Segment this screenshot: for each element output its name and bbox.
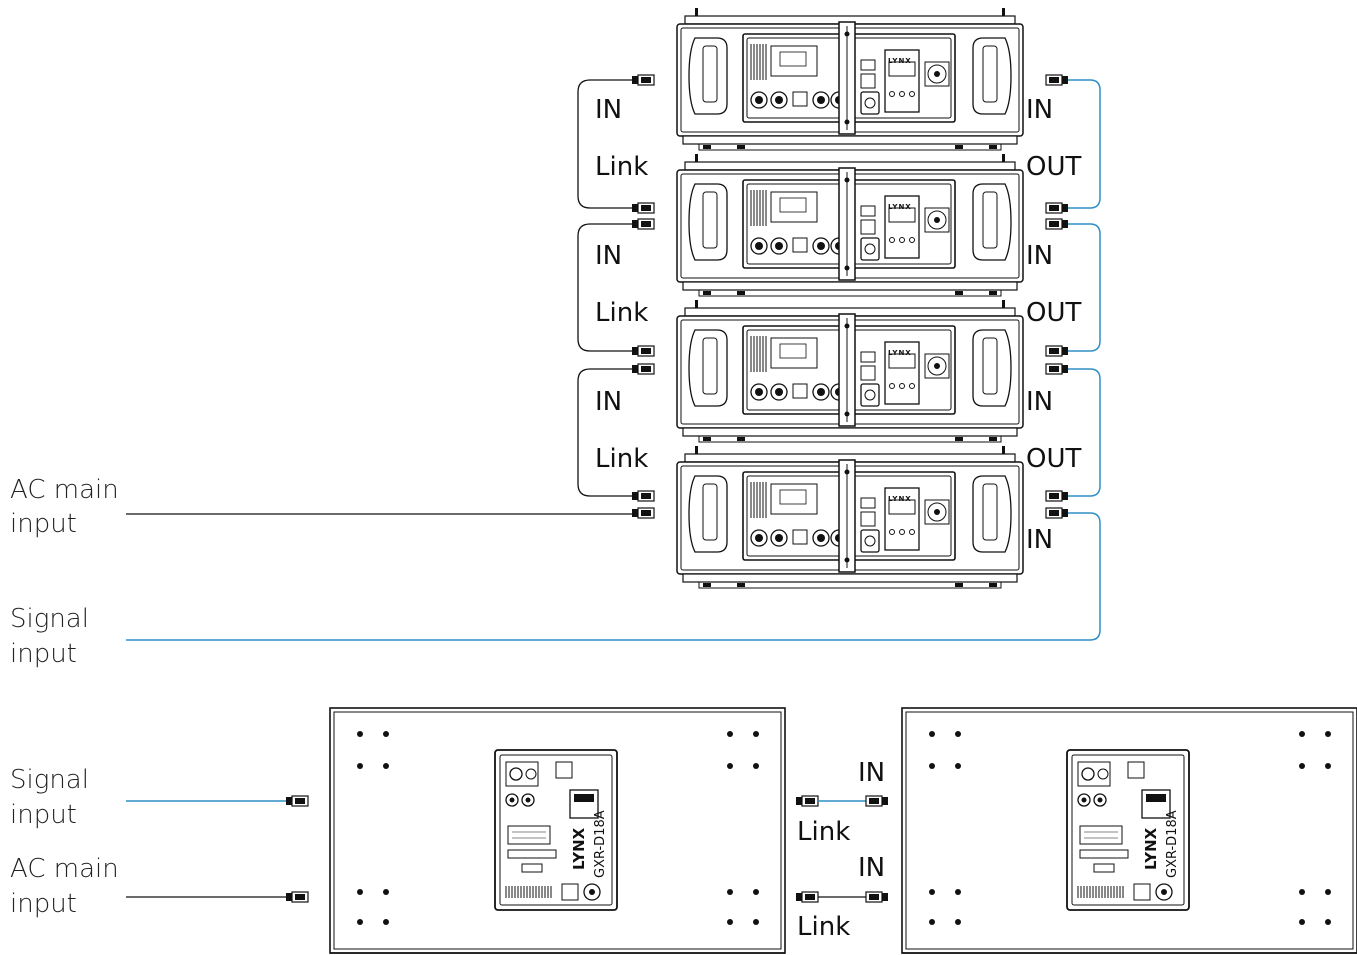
ac-main-input-label-line1: AC main [10, 854, 119, 884]
signal-input-label-line1: Signal [10, 765, 89, 795]
ac-main-input-label-line2: input [10, 889, 77, 919]
ac-main-input-label-line1: AC main [10, 475, 119, 505]
signal-link-cables [126, 79, 1101, 641]
label-out: OUT [1026, 152, 1081, 182]
model-label: GXR-D18A [593, 810, 608, 878]
array-module-4 [676, 445, 1024, 589]
signal-input-label-line1: Signal [10, 604, 89, 634]
label-in: IN [1026, 387, 1053, 417]
label-in: IN [595, 241, 622, 271]
array-module-1 [676, 7, 1024, 151]
brand-label: LYNX [570, 827, 588, 870]
power-link-cables [577, 79, 632, 497]
label-out: OUT [1026, 444, 1081, 474]
subwoofer-2 [901, 707, 1357, 954]
brand-label: LYNX [888, 57, 912, 65]
brand-label: LYNX [888, 349, 912, 357]
array-module-2 [676, 153, 1024, 297]
array-module-3 [676, 299, 1024, 443]
signal-connector-icon [285, 795, 309, 807]
ac-main-input-label-line2: input [10, 509, 77, 539]
label-in: IN [595, 387, 622, 417]
sub-signal-link [795, 795, 889, 807]
brand-label: LYNX [888, 203, 912, 211]
label-in: IN [1026, 525, 1053, 555]
label-in: IN [1026, 95, 1053, 125]
signal-input-label-line2: input [10, 800, 77, 830]
brand-label: LYNX [1142, 827, 1160, 870]
label-in: IN [1026, 241, 1053, 271]
label-in: IN [595, 95, 622, 125]
signal-input-label-line2: input [10, 639, 77, 669]
label-link: Link [797, 912, 850, 942]
label-in: IN [858, 758, 885, 788]
subwoofer-1 [329, 707, 786, 954]
label-link: Link [595, 298, 648, 328]
model-label: GXR-D18A [1165, 810, 1180, 878]
label-in: IN [858, 853, 885, 883]
label-link: Link [797, 817, 850, 847]
label-out: OUT [1026, 298, 1081, 328]
power-connector-icon [285, 891, 309, 903]
label-link: Link [595, 444, 648, 474]
brand-label: LYNX [888, 495, 912, 503]
sub-power-link [795, 891, 889, 903]
label-link: Link [595, 152, 648, 182]
